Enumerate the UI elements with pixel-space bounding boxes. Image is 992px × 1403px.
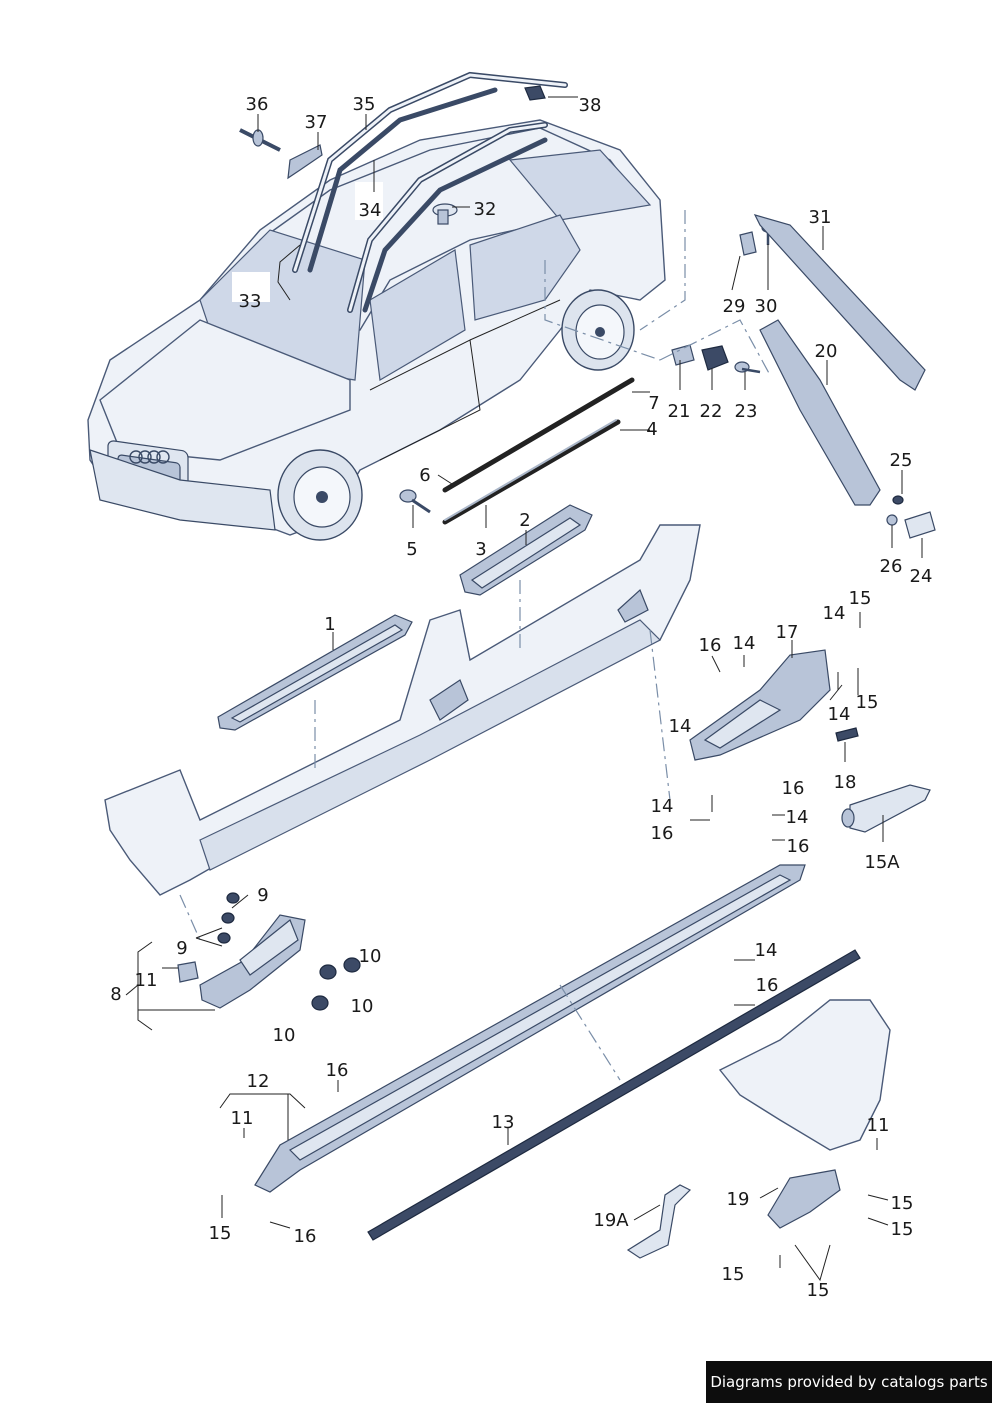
door-strips [442,377,635,525]
callout-34: 34 [359,200,382,221]
callout-6: 6 [419,465,430,486]
callout-13: 13 [492,1112,515,1133]
callout-10a: 10 [359,946,382,967]
callout-16c: 16 [651,823,674,844]
callout-11b: 11 [231,1108,254,1129]
callout-37: 37 [305,112,328,133]
callout-19a: 19A [593,1210,629,1231]
leader-lines [125,96,923,1282]
car-illustration [87,119,666,541]
callout-26: 26 [880,556,903,577]
sill-plate-2 [459,504,593,596]
fender-rear [718,999,891,1151]
trim-20 [759,319,881,506]
callout-29: 29 [723,296,746,317]
fasteners-9 [217,892,240,944]
callout-35: 35 [353,94,376,115]
pads-18 [835,727,859,742]
plug-32 [432,203,458,225]
trim-31 [753,214,926,391]
callout-15b: 15 [856,692,879,713]
bolt-36 [239,128,281,152]
callout-24: 24 [910,566,933,587]
parts-24-25-26 [886,495,936,539]
callout-32: 32 [474,199,497,220]
callout-23: 23 [735,401,758,422]
callout-25: 25 [890,450,913,471]
callout-14e: 14 [651,796,674,817]
assembly-lines [179,210,771,1081]
bracket-19 [767,1169,841,1229]
callout-15e: 15 [891,1219,914,1240]
callout-20: 20 [815,341,838,362]
callout-22: 22 [700,401,723,422]
callout-11a: 11 [135,970,158,991]
callout-5: 5 [406,539,417,560]
callout-38: 38 [579,95,602,116]
clip-29 [739,231,757,256]
callout-11c: 11 [867,1115,890,1136]
callout-16g: 16 [294,1226,317,1247]
bolts-10 [311,957,361,1011]
callout-14f: 14 [786,807,809,828]
badge-rings [129,450,170,464]
sill-plate-1 [217,614,413,731]
callout-17: 17 [776,622,799,643]
parts-21-22-23 [671,344,761,374]
roof-rails [292,71,568,313]
callout-16e: 16 [756,975,779,996]
callout-16a: 16 [699,635,722,656]
bracket-19A [626,1184,692,1259]
callout-7: 7 [648,393,659,414]
attribution-footer: Diagrams provided by catalogs parts [706,1361,992,1403]
callout-9a: 9 [257,885,268,906]
front-wheel [277,449,363,541]
callout-19: 19 [727,1189,750,1210]
rear-wheel [561,289,635,371]
sill-cover-12 [254,864,806,1193]
callout-14d: 14 [828,704,851,725]
callout-1: 1 [324,614,335,635]
callout-12: 12 [247,1071,270,1092]
callout-16d: 16 [787,836,810,857]
callout-3: 3 [475,539,486,560]
callout-15g: 15 [807,1280,830,1301]
bracket-8 [177,914,306,1009]
callout-14g: 14 [755,940,778,961]
callout-4: 4 [646,419,657,440]
callout-15c: 15 [209,1223,232,1244]
callout-31: 31 [809,207,832,228]
callout-14a: 14 [823,603,846,624]
callout-8: 8 [110,984,121,1005]
callout-18: 18 [834,772,857,793]
callout-14c: 14 [669,716,692,737]
attribution-text: Diagrams provided by catalogs parts [710,1373,988,1391]
screw-5 [399,489,431,514]
callout-15d: 15 [891,1193,914,1214]
strip-13 [367,949,861,1241]
callout-10c: 10 [273,1025,296,1046]
callout-2: 2 [519,510,530,531]
cap-38 [524,85,546,101]
callout-9b: 9 [176,938,187,959]
callout-15f: 15 [722,1264,745,1285]
callout-16b: 16 [782,778,805,799]
callout-36: 36 [246,94,269,115]
callout-10b: 10 [351,996,374,1017]
callout-15a: 15A [864,852,900,873]
bracket-17 [689,649,831,761]
callout-21: 21 [668,401,691,422]
callout-16f: 16 [326,1060,349,1081]
clip-37 [287,144,323,180]
tube-15A [841,784,931,833]
sill-panel [104,524,701,896]
callout-15a: 15 [849,588,872,609]
callout-30: 30 [755,296,778,317]
callout-33: 33 [239,291,262,312]
callout-14b: 14 [733,633,756,654]
